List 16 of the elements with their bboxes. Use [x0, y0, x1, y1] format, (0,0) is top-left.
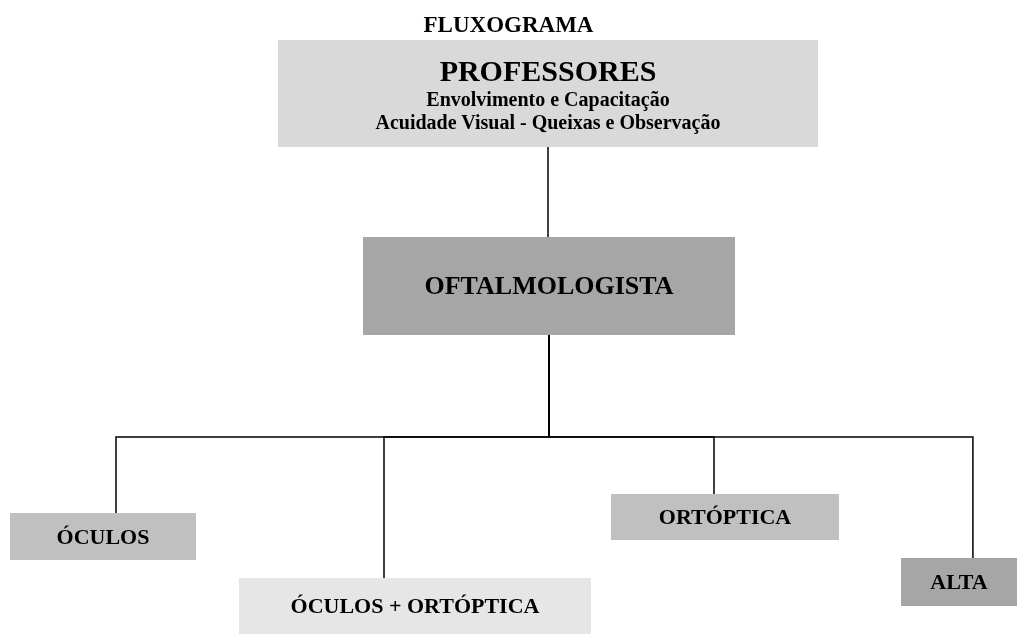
connector-line: [547, 146, 549, 238]
box-heading: ÓCULOS + ORTÓPTICA: [290, 593, 540, 619]
diagram-title: FLUXOGRAMA: [422, 12, 595, 38]
process-box: [10, 513, 196, 560]
process-box: [363, 237, 735, 335]
box-text: Envolvimento e Capacitação: [426, 87, 670, 111]
box-heading: ÓCULOS: [56, 523, 150, 550]
process-box: [278, 40, 818, 147]
process-box: [239, 578, 591, 634]
box-heading: ALTA: [930, 569, 988, 595]
box-heading: OFTALMOLOGISTA: [424, 271, 674, 301]
box-heading: ORTÓPTICA: [658, 504, 792, 530]
box-text: Acuidade Visual - Queixas e Observação: [375, 110, 721, 134]
box-heading: PROFESSORES: [439, 53, 657, 88]
process-box: [901, 558, 1017, 606]
process-box: [611, 494, 839, 540]
